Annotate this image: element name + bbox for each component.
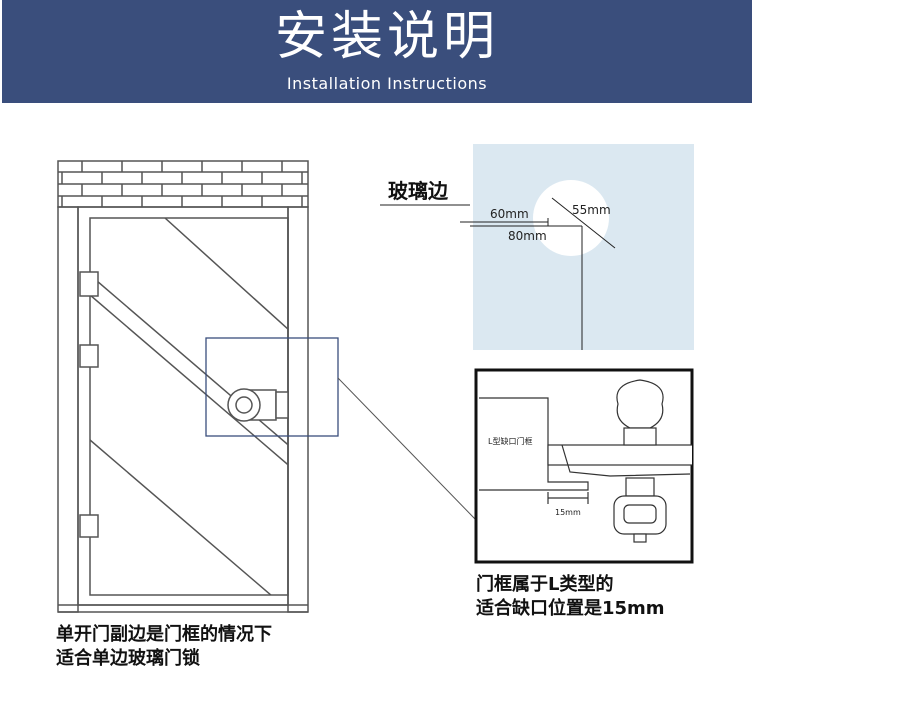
l-frame-outline <box>479 397 589 491</box>
detail-caption-line2: 适合缺口位置是15mm <box>476 598 665 619</box>
dim-55-line <box>551 197 616 249</box>
detail-caption-line1: 门框属于L类型的 <box>476 574 614 595</box>
dim-55-label: 55mm <box>572 203 611 217</box>
knob-top <box>616 379 664 429</box>
header-banner: 安装说明 Installation Instructions <box>2 0 752 103</box>
page-subtitle: Installation Instructions <box>286 74 488 93</box>
dim-60-label: 60mm <box>490 207 529 221</box>
l-frame-label: L型缺口门框 <box>488 436 532 446</box>
door-lock <box>227 388 289 422</box>
page-title: 安装说明 <box>274 7 499 67</box>
hinge-bottom <box>79 514 99 538</box>
detail-leader-line <box>337 377 477 521</box>
brick-wall <box>57 160 309 208</box>
hinge-top <box>79 271 99 297</box>
lock-hole <box>533 180 609 256</box>
glass-reflection-lines <box>90 218 288 595</box>
detail-caption: 门框属于L类型的 适合缺口位置是15mm <box>476 573 665 621</box>
left-post <box>57 206 79 613</box>
detail-figure: L型缺口门框 15mm <box>474 368 694 564</box>
door-caption-line2: 适合单边玻璃门锁 <box>56 648 200 669</box>
door-drawing <box>57 160 309 613</box>
right-post <box>287 206 309 613</box>
door-caption-line1: 单开门副边是门框的情况下 <box>56 624 272 645</box>
door-caption: 单开门副边是门框的情况下 适合单边玻璃门锁 <box>56 623 272 671</box>
glass-edge-label: 玻璃边 <box>388 179 449 203</box>
dim-80-label: 80mm <box>508 229 547 243</box>
dim-15-label: 15mm <box>555 508 581 517</box>
glass-dimension-figure: 玻璃边 60mm 80mm 55mm <box>380 144 694 350</box>
lock-highlight-box <box>205 337 339 437</box>
lock-bracket <box>547 444 692 466</box>
hinge-middle <box>79 344 99 368</box>
